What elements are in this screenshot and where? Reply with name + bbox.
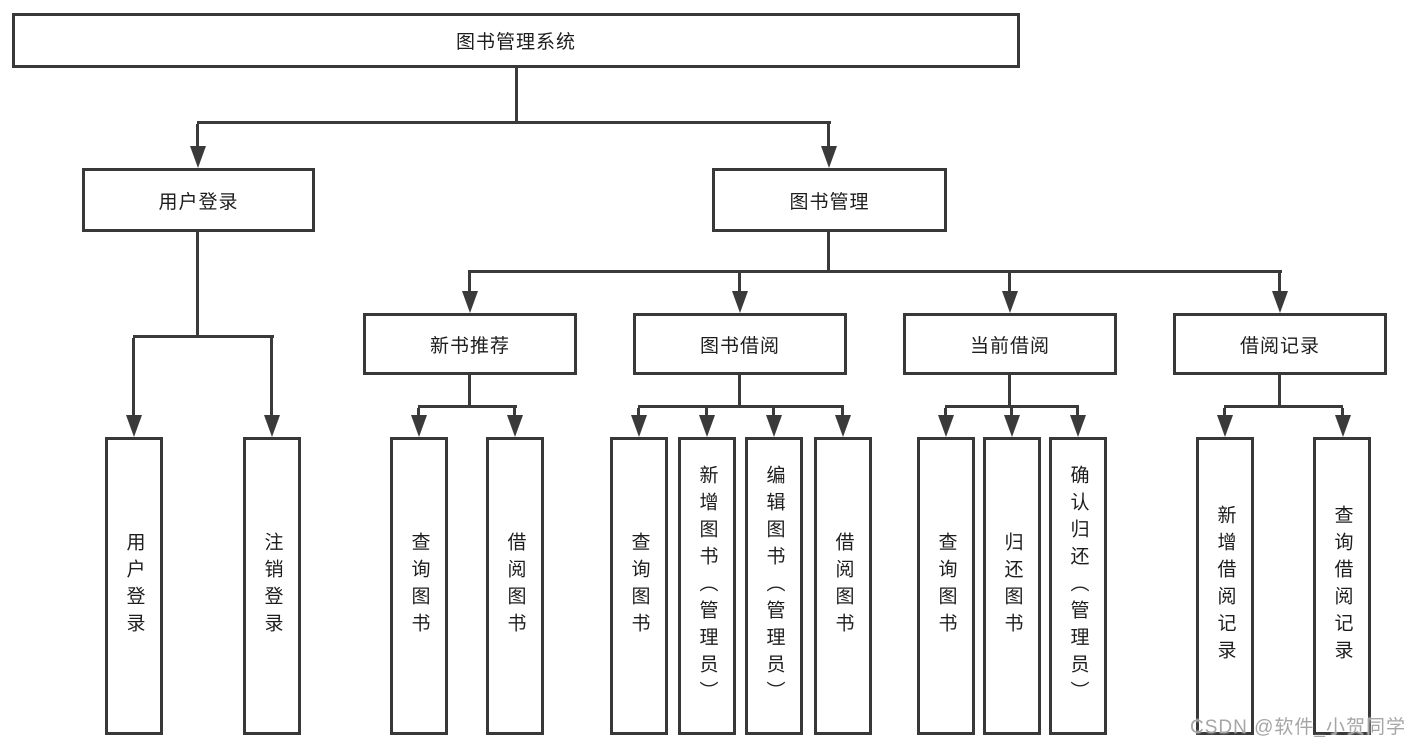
node-user-login: 用户登录	[82, 168, 315, 232]
leaf-add-borrow-record: 新增借阅记录	[1196, 437, 1254, 735]
connector-drop-borrow-records	[1278, 273, 1281, 291]
connector-user-login-rail	[133, 335, 274, 338]
arrow-down-icon	[190, 146, 206, 168]
connector-current-borrow-rail	[945, 405, 1079, 408]
arrow-down-icon	[938, 415, 954, 437]
arrow-down-icon	[821, 146, 837, 168]
node-label: 新增图书（管理员）	[696, 464, 718, 708]
leaf-query-books-current: 查询图书	[917, 437, 975, 735]
arrow-down-icon	[631, 415, 647, 437]
arrow-down-icon	[1217, 415, 1233, 437]
connector-root-stem	[515, 68, 518, 124]
connector-book-borrow-rail	[638, 405, 844, 408]
node-current-borrow: 当前借阅	[903, 313, 1117, 375]
connector-drop-book-management	[827, 124, 830, 146]
connector-drop	[841, 408, 844, 415]
connector-drop	[1223, 408, 1226, 415]
node-label: 借阅记录	[1239, 335, 1320, 357]
arrow-down-icon	[1004, 415, 1020, 437]
connector-drop	[417, 408, 420, 415]
connector-drop	[705, 408, 708, 415]
leaf-logout: 注销登录	[243, 437, 301, 735]
node-label: 确认归还（管理员）	[1067, 464, 1089, 708]
leaf-borrow-books: 借阅图书	[814, 437, 872, 735]
connector-current-borrow-stem	[1008, 375, 1011, 408]
connector-book-management-stem	[827, 232, 830, 273]
node-label: 新增借阅记录	[1214, 505, 1236, 667]
connector-drop	[637, 408, 640, 415]
leaf-borrow-books-recommend: 借阅图书	[486, 437, 544, 735]
arrow-down-icon	[1335, 415, 1351, 437]
node-label: 用户登录	[123, 532, 145, 640]
connector-borrow-records-rail	[1224, 405, 1343, 408]
node-label: 查询图书	[628, 532, 650, 640]
connector-drop-current-borrow	[1008, 273, 1011, 291]
leaf-query-borrow-record: 查询借阅记录	[1313, 437, 1371, 735]
arrow-down-icon	[411, 415, 427, 437]
arrow-down-icon	[1070, 415, 1086, 437]
connector-drop	[513, 408, 516, 415]
node-book-borrow: 图书借阅	[633, 313, 847, 375]
leaf-confirm-return-admin: 确认归还（管理员）	[1049, 437, 1107, 735]
connector-user-login-stem	[196, 232, 199, 338]
arrow-down-icon	[766, 415, 782, 437]
connector-drop-login-leaf	[132, 338, 135, 415]
leaf-query-books: 查询图书	[610, 437, 668, 735]
connector-drop	[944, 408, 947, 415]
node-label: 图书管理	[789, 191, 870, 213]
arrow-down-icon	[732, 291, 748, 313]
connector-drop-logout-leaf	[270, 338, 273, 415]
node-new-book-recommend: 新书推荐	[363, 313, 577, 375]
arrow-down-icon	[699, 415, 715, 437]
node-label: 借阅图书	[832, 532, 854, 640]
connector-drop	[772, 408, 775, 415]
node-label: 归还图书	[1001, 532, 1023, 640]
node-label: 新书推荐	[429, 335, 510, 357]
leaf-edit-books-admin: 编辑图书（管理员）	[745, 437, 803, 735]
arrow-down-icon	[835, 415, 851, 437]
connector-borrow-records-stem	[1278, 375, 1281, 408]
connector-drop-book-borrow	[738, 273, 741, 291]
node-borrow-records: 借阅记录	[1173, 313, 1387, 375]
node-label: 注销登录	[261, 532, 283, 640]
connector-drop	[1341, 408, 1344, 415]
node-label: 查询图书	[408, 532, 430, 640]
connector-drop	[1076, 408, 1079, 415]
leaf-query-books-recommend: 查询图书	[390, 437, 448, 735]
leaf-add-books-admin: 新增图书（管理员）	[678, 437, 736, 735]
arrow-down-icon	[462, 291, 478, 313]
connector-drop	[1010, 408, 1013, 415]
node-library-management-system: 图书管理系统	[12, 13, 1020, 68]
node-book-management: 图书管理	[712, 168, 947, 232]
arrow-down-icon	[1002, 291, 1018, 313]
arrow-down-icon	[507, 415, 523, 437]
node-label: 查询图书	[935, 532, 957, 640]
arrow-down-icon	[1272, 291, 1288, 313]
arrow-down-icon	[264, 415, 280, 437]
leaf-return-books: 归还图书	[983, 437, 1041, 735]
node-label: 当前借阅	[969, 335, 1050, 357]
node-label: 编辑图书（管理员）	[763, 464, 785, 708]
node-label: 图书管理系统	[455, 32, 576, 53]
leaf-user-login: 用户登录	[105, 437, 163, 735]
connector-level2-rail	[197, 121, 831, 124]
node-label: 图书借阅	[699, 335, 780, 357]
node-label: 借阅图书	[504, 532, 526, 640]
connector-book-borrow-stem	[738, 375, 741, 408]
connector-new-book-stem	[468, 375, 471, 408]
connector-drop-user-login	[196, 124, 199, 146]
connector-level3-rail	[468, 270, 1282, 273]
node-label: 查询借阅记录	[1331, 505, 1353, 667]
connector-drop-new-book	[468, 273, 471, 291]
csdn-watermark: CSDN @软件_小贺同学	[1190, 717, 1405, 738]
node-label: 用户登录	[158, 191, 239, 213]
connector-new-book-rail	[418, 405, 517, 408]
arrow-down-icon	[126, 415, 142, 437]
